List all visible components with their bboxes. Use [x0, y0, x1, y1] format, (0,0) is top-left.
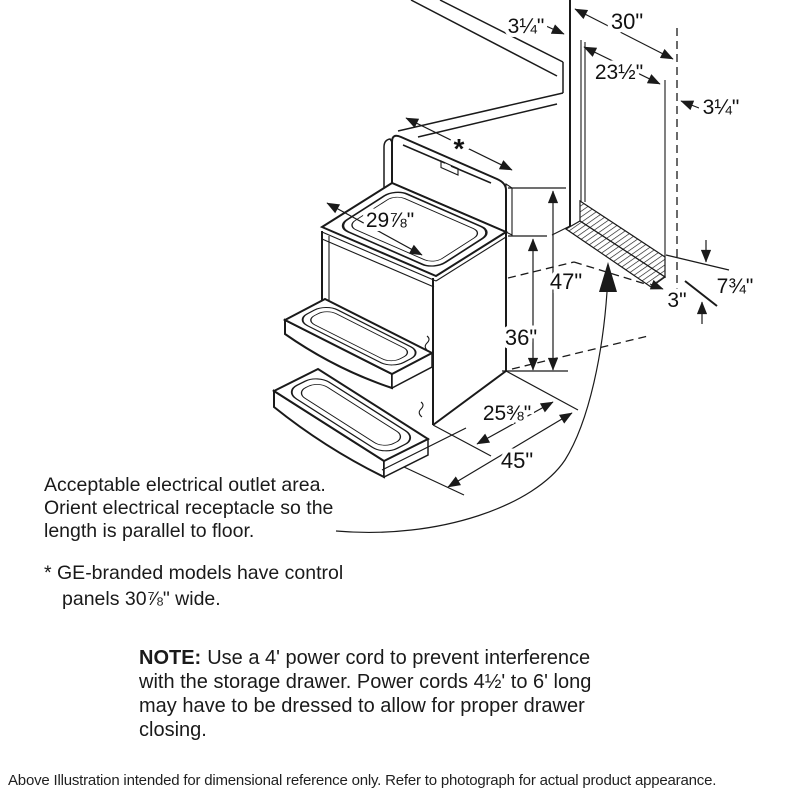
note-label: NOTE:	[139, 647, 202, 669]
leader-3quarter-right	[680, 100, 700, 111]
outlet-note-line: Orient electrical receptacle so the	[44, 497, 334, 519]
leader-arc	[335, 291, 608, 534]
disclaimer-footer: Above Illustration intended for dimensio…	[8, 772, 717, 789]
dim-wall-depth: 23½"	[595, 61, 643, 84]
footnote-text: GE-branded models have control	[57, 562, 344, 584]
floor-projection-lines	[507, 261, 653, 370]
note-line: closing.	[139, 719, 207, 741]
drawer-glide-mark	[424, 335, 430, 352]
asterisk-marker: *	[44, 562, 52, 584]
range-body	[321, 231, 507, 426]
ge-footnote: * GE-branded models have control panels …	[44, 560, 343, 612]
note-line: may have to be dressed to allow for prop…	[139, 695, 585, 717]
dim-counter-overhang-left: 3¼"	[508, 15, 545, 38]
dim-cooktop-width: 29⅞"	[366, 209, 414, 232]
outlet-area-hatch	[564, 199, 667, 288]
upper-drawer	[282, 297, 435, 390]
dim-range-depth: 25⅜"	[483, 402, 531, 425]
dimension-lines	[326, 8, 712, 488]
note-line1: NOTE:Use a 4' power cord to prevent inte…	[139, 646, 591, 670]
dim-line-panel-width	[405, 117, 513, 171]
outlet-pointer	[335, 262, 617, 534]
outlet-note-line: length is parallel to floor.	[44, 520, 255, 542]
lower-drawer	[271, 367, 467, 479]
dim-drawer-open-depth: 45"	[501, 448, 533, 473]
dim-line-23half	[583, 46, 661, 85]
power-cord-note: NOTE:Use a 4' power cord to prevent inte…	[139, 646, 591, 742]
dim-cooktop-height: 36"	[505, 325, 537, 350]
dim-counter-overhang-right: 3¼"	[703, 96, 740, 119]
note-text: Use a 4' power cord to prevent interfere…	[207, 647, 591, 669]
outlet-arrow-icon	[599, 262, 617, 292]
drawer-glide-mark	[418, 401, 424, 418]
dim-backsplash-height: 47"	[550, 269, 582, 294]
footnote-line2: panels 30⅞" wide.	[62, 588, 221, 610]
leader-3inch	[649, 279, 664, 290]
dim-opening-width: 30"	[611, 9, 643, 34]
outlet-note-line: Acceptable electrical outlet area.	[44, 474, 326, 496]
outlet-note-text: Acceptable electrical outlet area. Orien…	[44, 474, 333, 543]
footnote-line1: * GE-branded models have control	[44, 560, 343, 586]
dim-line-45	[447, 412, 573, 488]
control-panel-asterisk: *	[454, 133, 465, 164]
leader-3quarter-left	[545, 24, 565, 35]
note-line: with the storage drawer. Power cords 4½'…	[139, 671, 592, 693]
dim-outlet-height: 7¾"	[717, 275, 754, 298]
dim-outlet-floor-offset: 3"	[667, 289, 686, 312]
dim-line-cooktop-width	[326, 202, 423, 256]
dimension-labels: 3¼" 30" 23½" 3¼" * 29⅞" 47" 36" 25⅜" 45"…	[362, 5, 757, 477]
